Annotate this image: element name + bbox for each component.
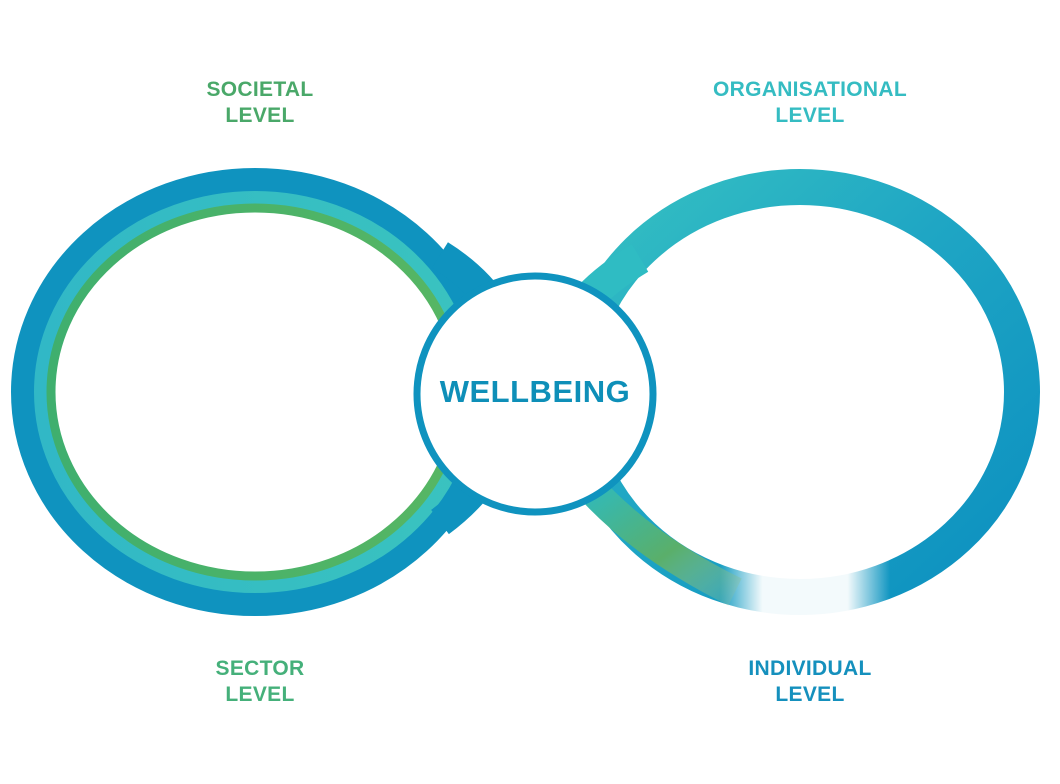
label-individual-line1: INDIVIDUAL xyxy=(748,657,872,680)
label-sector-line2: LEVEL xyxy=(225,683,295,706)
label-individual-line2: LEVEL xyxy=(775,683,845,706)
label-societal-line2: LEVEL xyxy=(225,104,295,127)
label-societal-line1: SOCIETAL xyxy=(206,78,314,101)
label-societal-level: SOCIETAL LEVEL xyxy=(130,77,390,129)
right-loop-fade xyxy=(720,556,890,626)
crossing-band-lower-right xyxy=(573,472,742,606)
center-circle xyxy=(413,272,657,516)
label-organisational-line1: ORGANISATIONAL xyxy=(713,78,907,101)
label-sector-level: SECTOR LEVEL xyxy=(130,656,390,708)
label-organisational-line2: LEVEL xyxy=(775,104,845,127)
label-sector-line1: SECTOR xyxy=(215,657,305,680)
left-loop-teal-band xyxy=(34,191,476,593)
center-label: WELLBEING xyxy=(439,374,631,409)
label-organisational-level: ORGANISATIONAL LEVEL xyxy=(680,77,940,129)
label-individual-level: INDIVIDUAL LEVEL xyxy=(680,656,940,708)
left-loop-green-band xyxy=(46,203,464,581)
